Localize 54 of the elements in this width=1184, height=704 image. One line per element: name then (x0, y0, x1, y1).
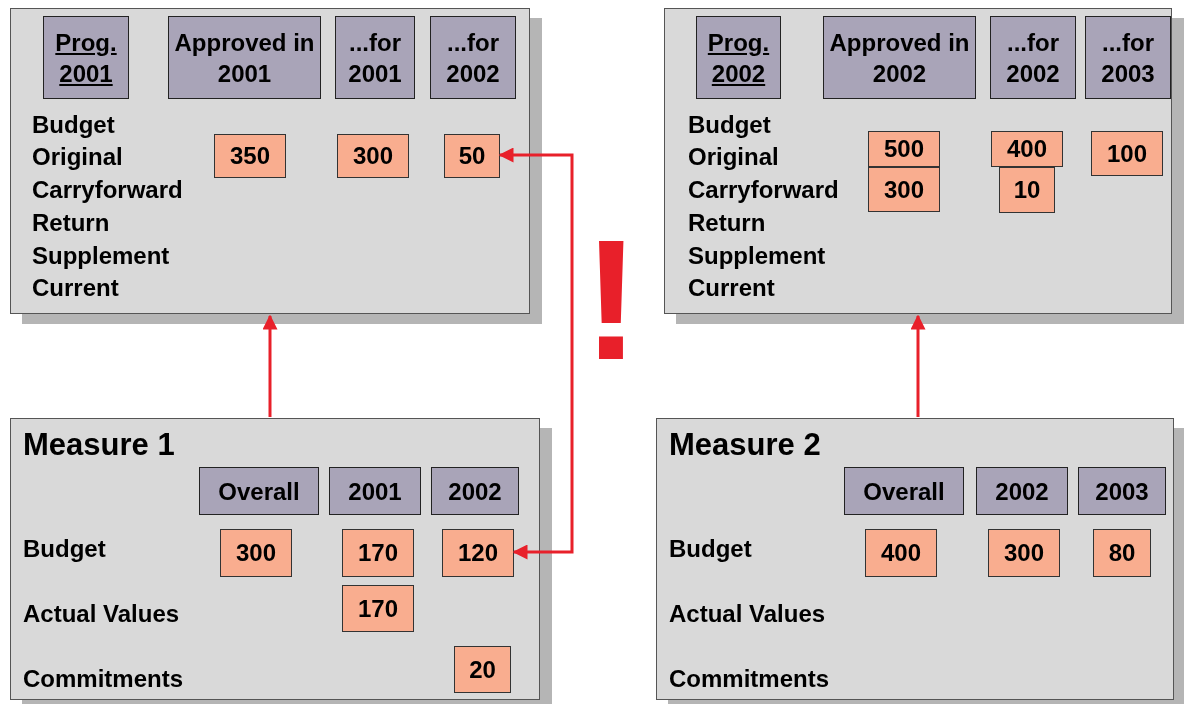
column-header: Prog. 2002 (696, 16, 781, 99)
amount-box: 300 (337, 134, 409, 178)
exclamation-mark: ! (583, 215, 640, 385)
amount-box: 300 (220, 529, 292, 577)
row-label: Actual Values (669, 600, 826, 628)
row-label: Carryforward (688, 176, 839, 204)
amount-box: 50 (444, 134, 500, 178)
column-header: ...for 2002 (990, 16, 1076, 99)
column-header: 2003 (1078, 467, 1166, 515)
column-header: 2001 (329, 467, 421, 515)
row-label: Actual Values (23, 600, 180, 628)
panel-title: Measure 2 (669, 427, 821, 463)
column-header: ...for 2002 (430, 16, 516, 99)
amount-box: 10 (999, 167, 1055, 213)
row-label: Budget (688, 111, 771, 139)
row-label: Commitments (669, 665, 830, 693)
row-label: Original (32, 143, 123, 171)
row-label: Current (688, 274, 775, 302)
amount-box: 350 (214, 134, 286, 178)
row-label: Return (688, 209, 766, 237)
column-header: ...for 2001 (335, 16, 415, 99)
amount-box: 400 (991, 131, 1063, 167)
amount-box: 170 (342, 585, 414, 632)
row-label: Commitments (23, 665, 184, 693)
column-header: 2002 (431, 467, 519, 515)
panel-title: Measure 1 (23, 427, 175, 463)
row-label: Return (32, 209, 110, 237)
column-header: Approved in 2001 (168, 16, 321, 99)
column-header: Overall (844, 467, 964, 515)
amount-box: 300 (868, 167, 940, 212)
row-label: Budget (23, 535, 106, 563)
column-header: Overall (199, 467, 319, 515)
row-label: Budget (32, 111, 115, 139)
arrow (910, 314, 926, 417)
row-label: Original (688, 143, 779, 171)
amount-box: 500 (868, 131, 940, 167)
column-header: Approved in 2002 (823, 16, 976, 99)
column-header: ...for 2003 (1085, 16, 1171, 99)
row-label: Budget (669, 535, 752, 563)
arrow (262, 314, 278, 417)
row-label: Current (32, 274, 119, 302)
row-label: Carryforward (32, 176, 183, 204)
amount-box: 120 (442, 529, 514, 577)
amount-box: 100 (1091, 131, 1163, 176)
column-header: Prog. 2001 (43, 16, 129, 99)
amount-box: 80 (1093, 529, 1151, 577)
row-label: Supplement (688, 242, 826, 270)
amount-box: 400 (865, 529, 937, 577)
row-label: Supplement (32, 242, 170, 270)
amount-box: 170 (342, 529, 414, 577)
amount-box: 20 (454, 646, 511, 693)
arrow (498, 147, 574, 560)
column-header: 2002 (976, 467, 1068, 515)
amount-box: 300 (988, 529, 1060, 577)
